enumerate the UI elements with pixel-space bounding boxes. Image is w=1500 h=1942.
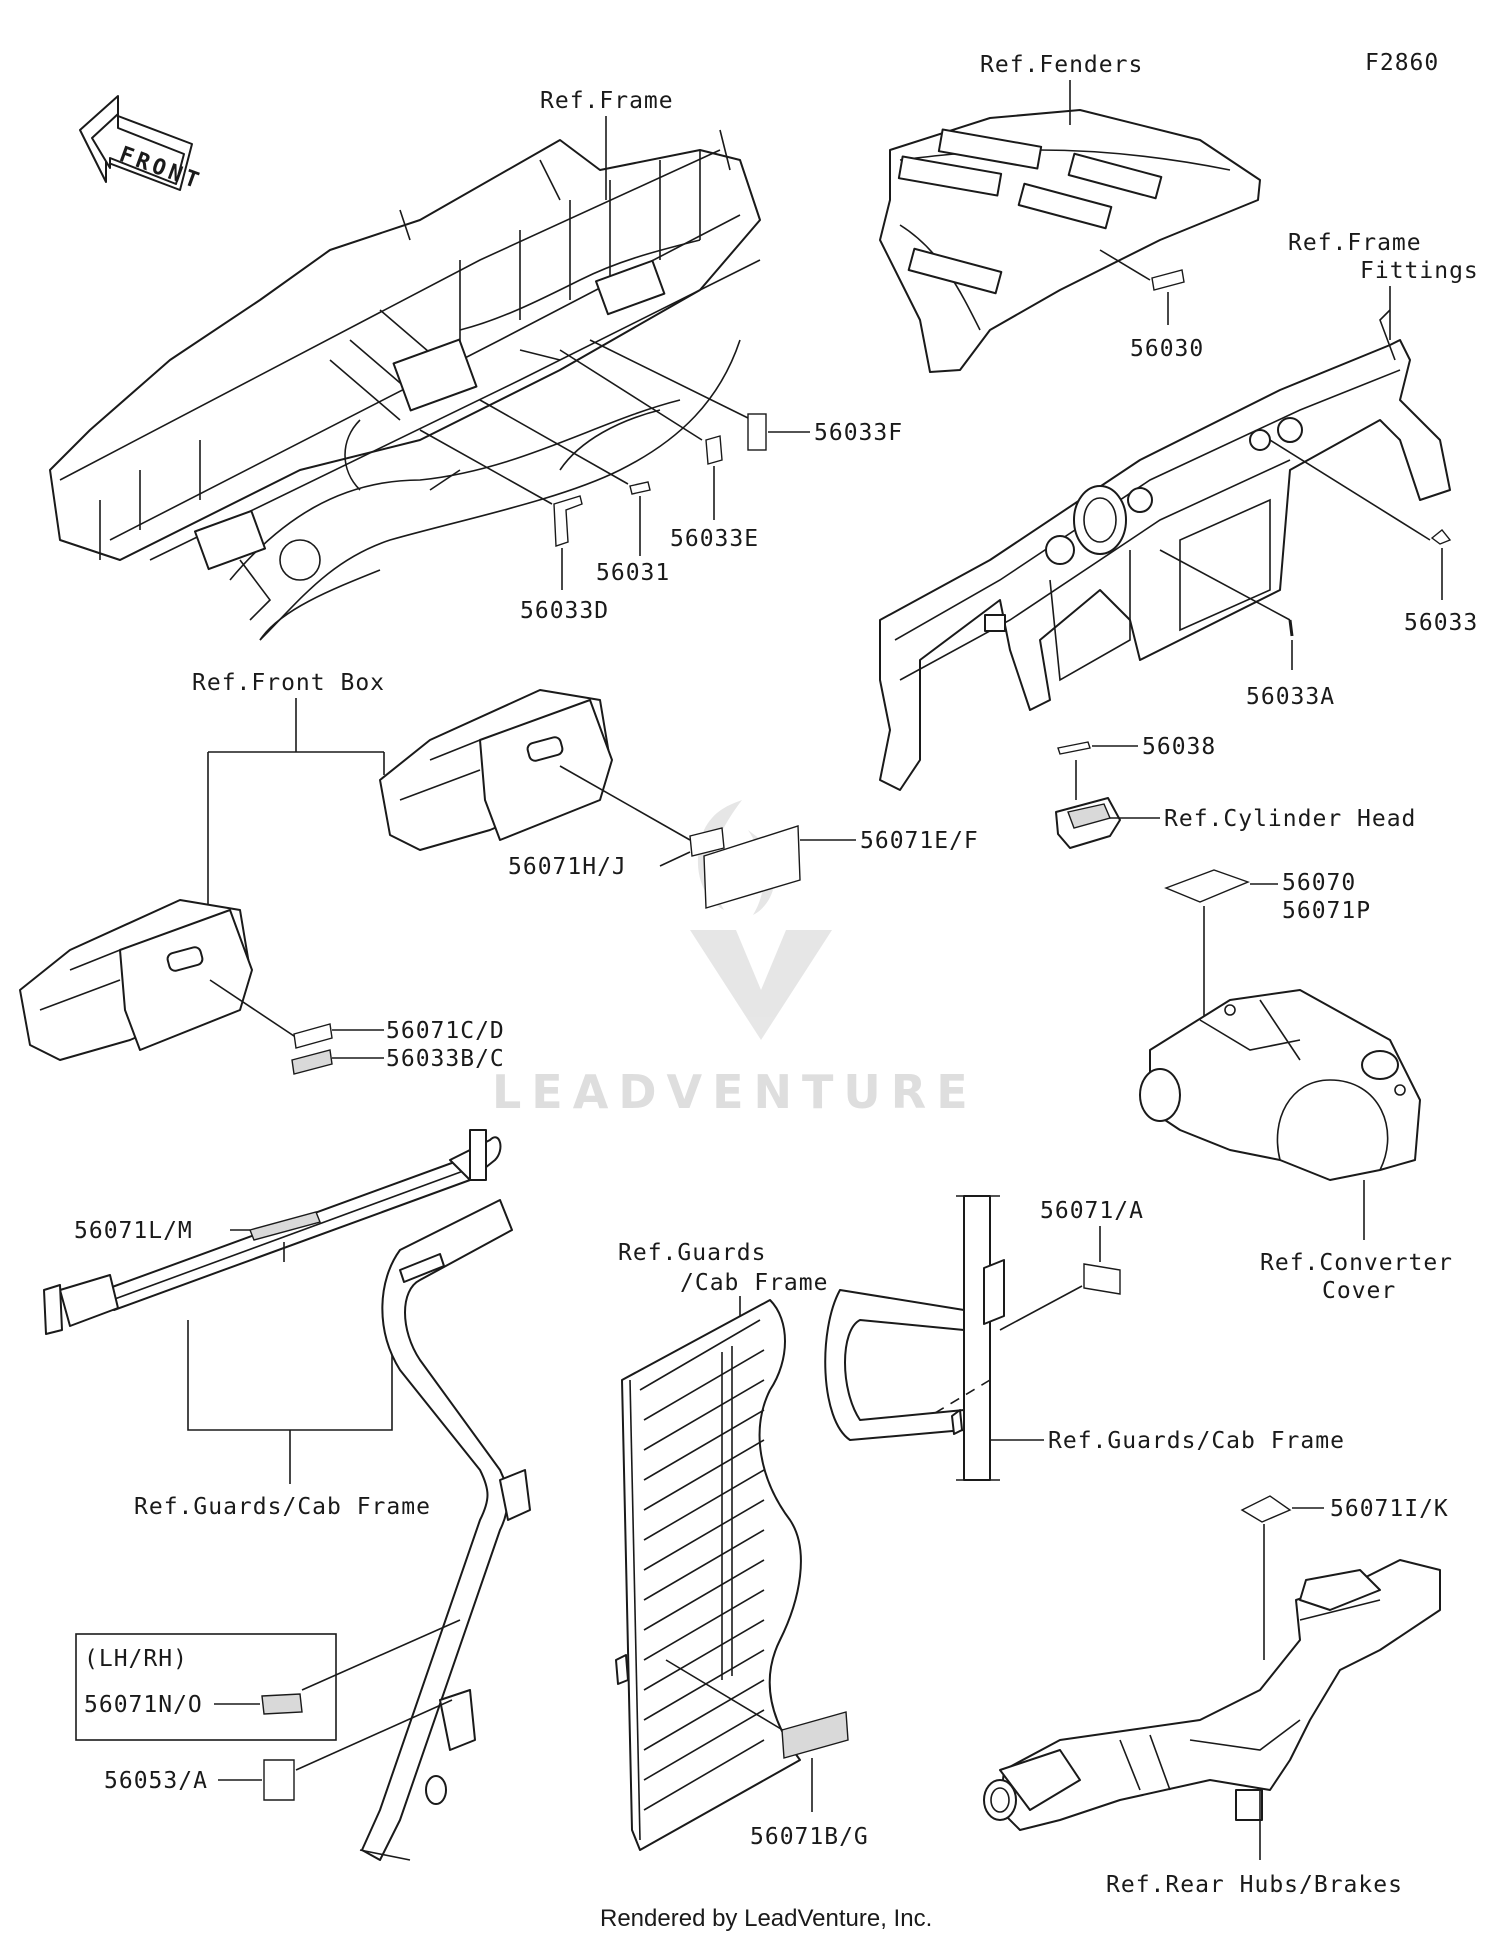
- label-56053a: [263, 1759, 295, 1801]
- part-56033: 56033: [1404, 610, 1478, 636]
- label-56033bc: [291, 1049, 333, 1075]
- part-56071lm: 56071L/M: [74, 1218, 193, 1244]
- frame-fittings-drawing: [879, 309, 1451, 791]
- label-56071ik: [1240, 1495, 1292, 1523]
- label-56071lm: [249, 1211, 321, 1241]
- part-56071p: 56071P: [1282, 898, 1371, 924]
- part-56033f: 56033F: [814, 420, 903, 446]
- part-56031: 56031: [596, 560, 670, 586]
- part-56071bg: 56071B/G: [750, 1824, 869, 1850]
- ref-cylinder-head: Ref.Cylinder Head: [1164, 806, 1416, 832]
- label-56071cd: [293, 1023, 333, 1049]
- lhrh-label: (LH/RH): [84, 1646, 188, 1672]
- label-56071ef: [703, 825, 801, 909]
- label-56070: [1164, 869, 1250, 903]
- label-56071bg: [781, 1711, 849, 1759]
- footer-credit: Rendered by LeadVenture, Inc.: [600, 1905, 932, 1932]
- front-arrow-icon: FRONT: [79, 95, 206, 195]
- front-box-lower-drawing: [19, 899, 253, 1061]
- part-56071cd: 56071C/D: [386, 1018, 505, 1044]
- label-56038: [1057, 741, 1091, 755]
- part-56071ef: 56071E/F: [860, 828, 979, 854]
- converter-cover-drawing: [1139, 989, 1421, 1181]
- ref-converter-cover-2: Cover: [1322, 1278, 1396, 1304]
- part-56071no: 56071N/O: [84, 1692, 203, 1718]
- ref-guards-cab-frame-right: Ref.Guards/Cab Frame: [1048, 1428, 1345, 1454]
- label-56071no: [261, 1693, 303, 1715]
- guard-panel-drawing: [615, 1299, 802, 1851]
- part-56038: 56038: [1142, 734, 1216, 760]
- right-guard-drawing: [824, 1195, 1005, 1481]
- ref-frame-fittings-2: Fittings: [1360, 258, 1479, 284]
- ref-guards-cab-frame-left: Ref.Guards/Cab Frame: [134, 1494, 431, 1520]
- label-56031: [629, 481, 651, 495]
- ref-rear-hubs-brakes: Ref.Rear Hubs/Brakes: [1106, 1872, 1403, 1898]
- label-56071hj: [689, 827, 725, 857]
- cylinder-head-drawing: [1055, 760, 1121, 849]
- label-56033f: [747, 413, 767, 451]
- lhrh-box: [75, 1633, 337, 1741]
- label-56033e: [705, 435, 723, 465]
- part-56033bc: 56033B/C: [386, 1046, 505, 1072]
- label-56030: [1151, 269, 1185, 291]
- ref-fenders: Ref.Fenders: [980, 52, 1143, 78]
- part-56033d: 56033D: [520, 598, 609, 624]
- part-56053a: 56053/A: [104, 1768, 208, 1794]
- part-56070: 56070: [1282, 870, 1356, 896]
- part-56033a: 56033A: [1246, 684, 1335, 710]
- ref-frame-fittings-1: Ref.Frame: [1288, 230, 1422, 256]
- ref-guards-cab-frame-mid-2: /Cab Frame: [680, 1270, 828, 1296]
- side-tube-drawing: [359, 1199, 531, 1861]
- ref-front-box: Ref.Front Box: [192, 670, 385, 696]
- part-56071ik: 56071I/K: [1330, 1496, 1449, 1522]
- label-56033: [1430, 529, 1452, 545]
- watermark-text: LEADVENTURE: [492, 1065, 978, 1119]
- label-56071a: [1083, 1263, 1121, 1295]
- part-56030: 56030: [1130, 336, 1204, 362]
- front-box-upper-drawing: [379, 689, 613, 851]
- fenders-drawing: [879, 109, 1261, 373]
- ref-frame: Ref.Frame: [540, 88, 674, 114]
- diagram-code: F2860: [1365, 50, 1439, 76]
- frame-drawing: [49, 129, 761, 641]
- part-56033e: 56033E: [670, 526, 759, 552]
- ref-converter-cover-1: Ref.Converter: [1260, 1250, 1453, 1276]
- part-56071a: 56071/A: [1040, 1198, 1144, 1224]
- ref-guards-cab-frame-mid-1: Ref.Guards: [618, 1240, 766, 1266]
- part-56071hj: 56071H/J: [508, 854, 627, 880]
- rear-hubs-drawing: [983, 1559, 1441, 1831]
- crossbar-drawing: [43, 1129, 502, 1335]
- label-56033d: [553, 495, 583, 547]
